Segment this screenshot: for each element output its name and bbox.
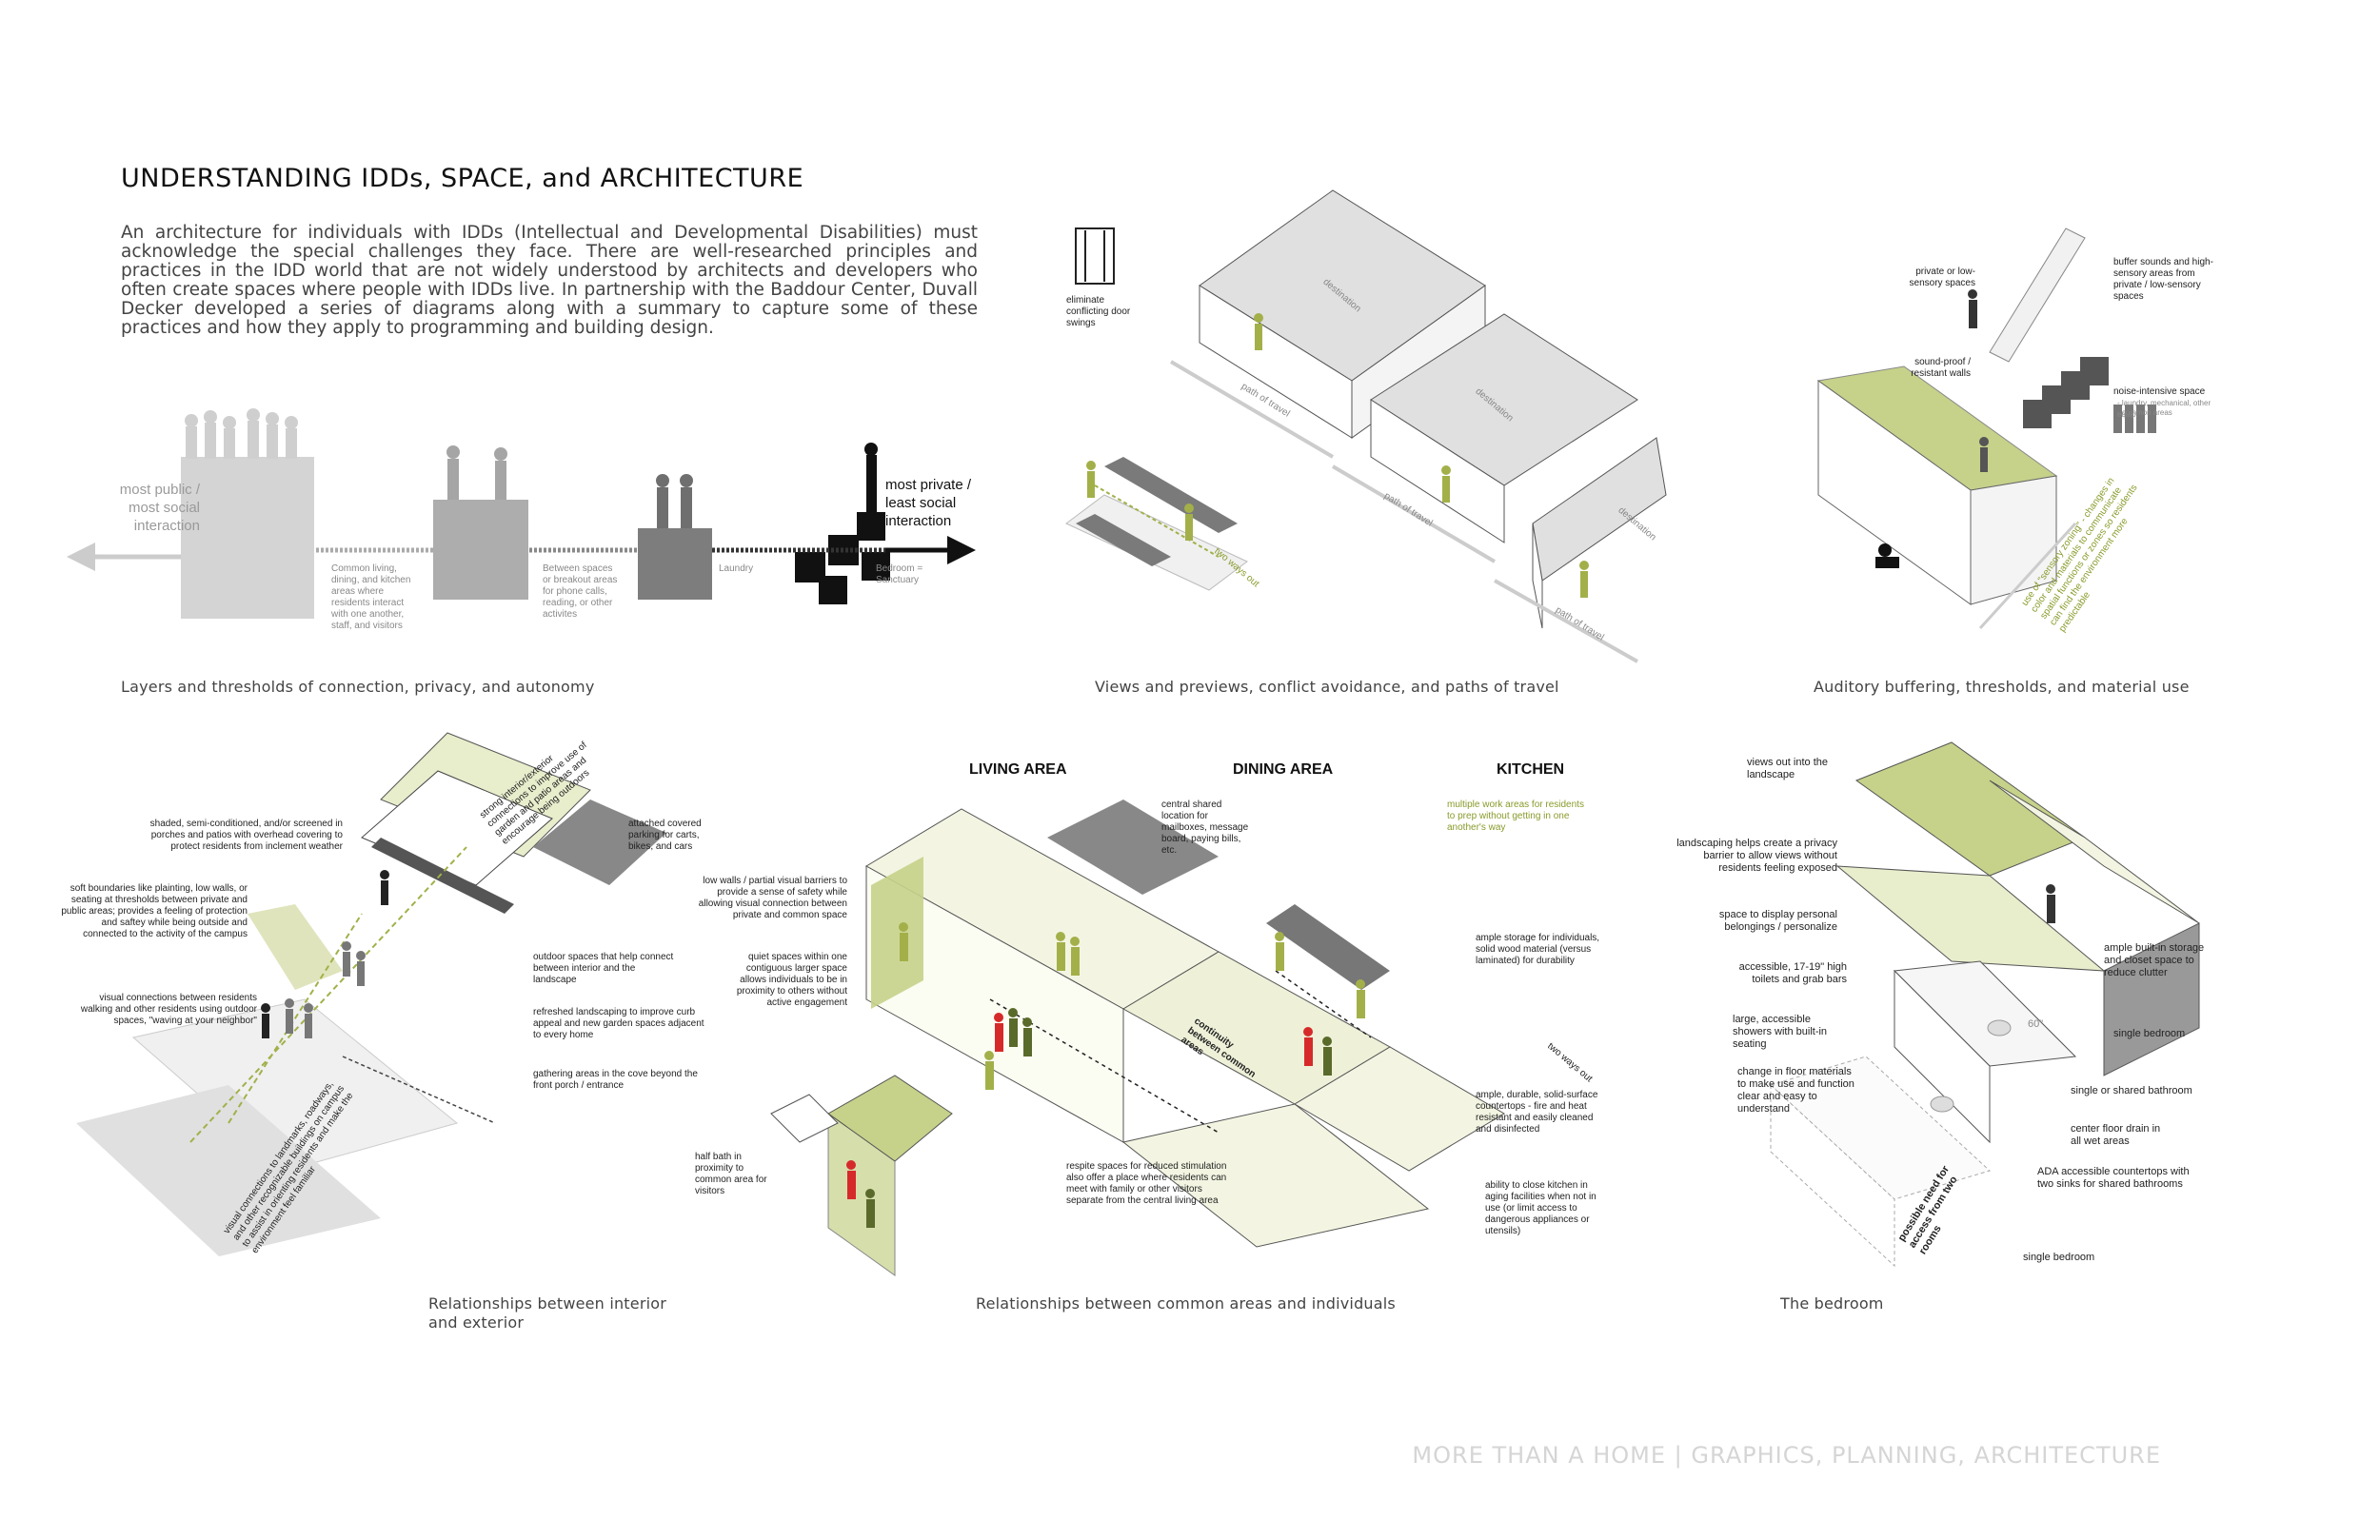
interior-diagram: shaded, semi-conditioned, and/or screene… [57, 723, 724, 1304]
layers-note-2: Between spaces or breakout areas for pho… [543, 563, 618, 620]
views-caption: Views and previews, conflict avoidance, … [1095, 678, 1559, 696]
bedroom-note-floor: change in floor materials to make use an… [1737, 1066, 1854, 1115]
intro-paragraph: An architecture for individuals with IDD… [121, 223, 978, 338]
common-note-lowwalls: low walls / partial visual barriers to p… [698, 876, 847, 920]
bedroom-note-toilets: accessible, 17-19" high toilets and grab… [1738, 961, 1847, 985]
interior-note-porch: shaded, semi-conditioned, and/or screene… [149, 819, 343, 852]
bedroom-caption: The bedroom [1780, 1294, 1884, 1313]
common-note-mailbox: central shared location for mailboxes, m… [1161, 800, 1249, 856]
head-living: LIVING AREA [969, 761, 1067, 778]
auditory-graphic [1816, 227, 2156, 630]
interior-note-gathering: gathering areas in the cove beyond the f… [533, 1069, 698, 1091]
common-graphic [770, 800, 1505, 1276]
auditory-note-walls: sound-proof / resistant walls [1911, 357, 1971, 379]
layers-right-label: most private / least social interaction [885, 477, 972, 529]
views-diagram: eliminate conflicting door swings two wa… [1047, 181, 1676, 676]
common-caption: Relationships between common areas and i… [976, 1294, 1396, 1313]
layers-caption: Layers and thresholds of connection, pri… [121, 678, 595, 696]
common-note-storage: ample storage for individuals, solid woo… [1476, 933, 1600, 966]
bedroom-note-storage: ample built-in storage and closet space … [2104, 942, 2205, 978]
common-note-countertops: ample, durable, solid-surface countertop… [1476, 1090, 1598, 1135]
bedroom-diagram: views out into the landscape landscaping… [1676, 733, 2209, 1294]
common-note-halfbath: half bath in proximity to common area fo… [695, 1152, 767, 1196]
auditory-note-common: - common areas [2117, 408, 2172, 417]
bedroom-note-ada: ADA accessible countertops with two sink… [2037, 1166, 2190, 1190]
interior-note-outdoor: outdoor spaces that help connect between… [533, 952, 674, 985]
head-dining: DINING AREA [1233, 761, 1334, 778]
bedroom-note-showers: large, accessible showers with built-in … [1733, 1014, 1828, 1050]
head-kitchen: KITCHEN [1497, 761, 1565, 778]
auditory-note-private: private or low-sensory spaces [1909, 267, 1975, 288]
layers-diagram: most public / most social interaction mo… [57, 400, 1000, 676]
bedroom-note-views: views out into the landscape [1747, 757, 1828, 780]
bedroom-dim: 60" [2028, 1018, 2044, 1030]
bedroom-note-landscaping: landscaping helps create a privacy barri… [1676, 838, 1837, 874]
bedroom-note-drain: center floor drain in all wet areas [2071, 1123, 2161, 1147]
auditory-note-noise: noise-intensive space [2113, 386, 2206, 397]
interior-caption: Relationships between interior and exter… [428, 1294, 667, 1332]
interior-note-visual: visual connections between residents wal… [80, 993, 257, 1026]
bedroom-note-single-2: single bedroom [2023, 1252, 2095, 1263]
common-note-quiet: quiet spaces within one contiguous large… [736, 952, 847, 1008]
common-note-respite: respite spaces for reduced stimulation a… [1066, 1161, 1227, 1206]
common-note-closekitchen: ability to close kitchen in aging facili… [1485, 1180, 1597, 1236]
layers-note-3: Laundry [719, 563, 754, 574]
auditory-note-buffer: buffer sounds and high-sensory areas fro… [2113, 257, 2213, 302]
bedroom-note-bathroom: single or shared bathroom [2071, 1085, 2192, 1096]
layers-left-label: most public / most social interaction [119, 482, 200, 534]
views-note-door: eliminate conflicting door swings [1066, 295, 1131, 328]
common-diagram: LIVING AREA DINING AREA KITCHEN multiple… [685, 752, 1618, 1285]
page-title: UNDERSTANDING IDDs, SPACE, and ARCHITECT… [121, 164, 804, 193]
interior-graphic [76, 732, 666, 1256]
interior-note-boundaries: soft boundaries like plainting, low wall… [61, 883, 248, 939]
bedroom-graphic [1770, 741, 2200, 1268]
auditory-diagram: private or low-sensory spaces buffer sou… [1790, 219, 2218, 676]
auditory-note-laundry: - laundry, mechanical, other equip. [2117, 399, 2211, 419]
interior-note-landscape: refreshed landscaping to improve curb ap… [533, 1007, 704, 1040]
layers-note-1: Common living, dining, and kitchen areas… [331, 563, 411, 631]
bedroom-note-display: space to display personal belongings / p… [1718, 909, 1837, 933]
interior-note-parking: attached covered parking for carts, bike… [628, 819, 702, 852]
layers-note-4: Bedroom = Sanctuary [876, 563, 923, 585]
views-graphic [1065, 189, 1667, 663]
footer-text: MORE THAN A HOME | GRAPHICS, PLANNING, A… [1412, 1442, 2161, 1469]
bedroom-note-single-1: single bedroom [2113, 1028, 2186, 1039]
layers-graphic [67, 408, 976, 619]
auditory-caption: Auditory buffering, thresholds, and mate… [1814, 678, 2190, 696]
common-lime-note: multiple work areas for residents to pre… [1447, 800, 1584, 833]
